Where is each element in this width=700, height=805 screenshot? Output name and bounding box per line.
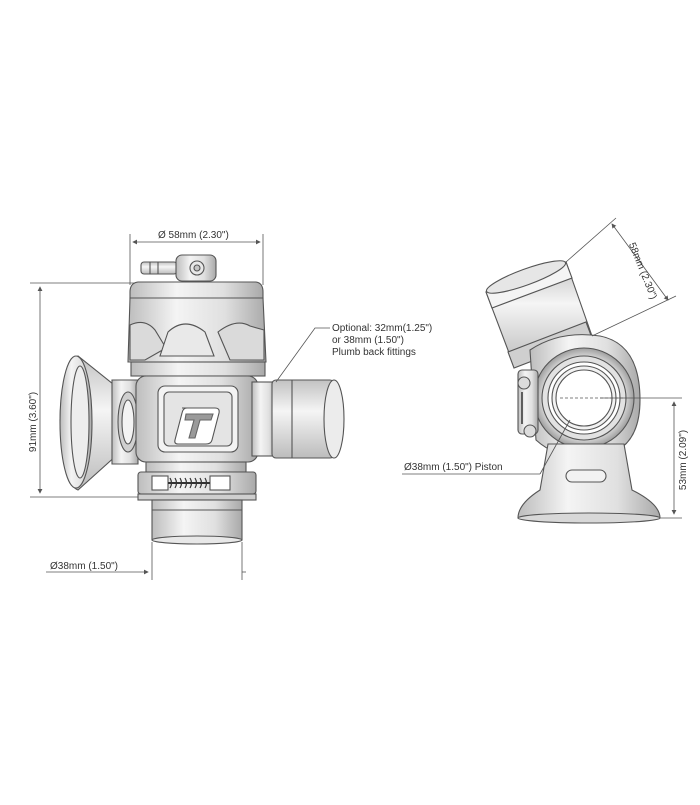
note-line-1: Optional: 32mm(1.25"): [332, 323, 432, 334]
side-height-label: 53mm (2.09"): [678, 430, 689, 490]
front-view: [59, 254, 345, 545]
side-housing: [517, 334, 641, 458]
side-base: [517, 443, 661, 524]
note-line-2: or 38mm (1.50"): [332, 335, 404, 346]
outlet-pipe: [251, 379, 345, 459]
top-cap: [127, 281, 267, 377]
clamp-ring: [137, 461, 257, 501]
side-view: [485, 260, 661, 524]
side-angle-label: 58mm (2.30"): [626, 241, 659, 301]
bottom-port: [151, 499, 243, 545]
plumb-back-note: Optional: 32mm(1.25") or 38mm (1.50") Pl…: [332, 323, 432, 358]
top-width-label: Ø 58mm (2.30"): [158, 230, 229, 241]
valve-body: [135, 375, 259, 463]
bottom-port-label: Ø38mm (1.50"): [50, 561, 118, 572]
side-dimensions: [402, 217, 682, 519]
brand-logo-icon: [174, 407, 220, 445]
piston-label: Ø38mm (1.50") Piston: [404, 462, 503, 473]
vacuum-nipple: [140, 254, 217, 282]
note-line-3: Plumb back fittings: [332, 347, 416, 358]
front-dimensions: [30, 234, 330, 580]
height-label: 91mm (3.60"): [28, 392, 39, 452]
inlet-horn: [59, 355, 139, 491]
